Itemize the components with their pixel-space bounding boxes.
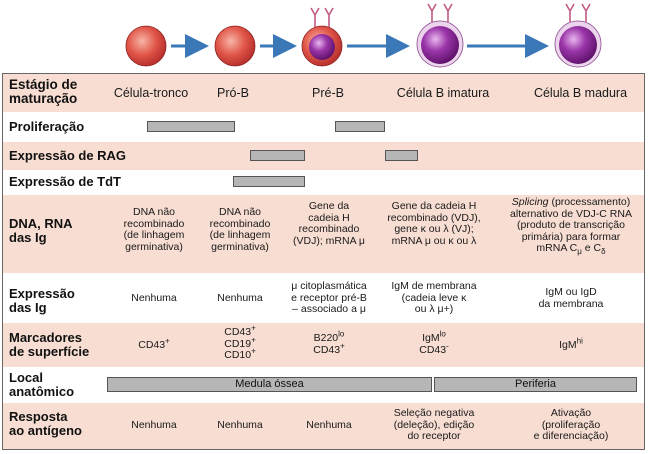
- stage-label: Pró-B: [217, 86, 249, 100]
- resp-cell: Seleção negativa (deleção), edição do re…: [393, 407, 475, 442]
- dna-cell: Gene da cadeia H recombinado (VDJ), gene…: [387, 200, 481, 247]
- resp-cell: Nenhuma: [217, 419, 263, 431]
- marker-cell: CD43+: [113, 336, 195, 352]
- resp-cell: Nenhuma: [306, 419, 352, 431]
- tdt-bar: [233, 176, 305, 187]
- periphery-bar: Periferia: [434, 377, 637, 392]
- marker-sup: lo: [439, 329, 446, 339]
- rag-bar: [250, 150, 305, 161]
- marker-text: IgM: [422, 332, 440, 344]
- expr-cell: Nenhuma: [131, 292, 177, 304]
- row-header-rag: Expressão de RAG: [9, 148, 127, 163]
- stage-label: Célula-tronco: [113, 86, 189, 100]
- expr-cell: μ citoplasmática e receptor pré-B – asso…: [291, 280, 367, 315]
- expr-cell: Nenhuma: [217, 292, 263, 304]
- row-header-proliferation: Proliferação: [9, 119, 85, 134]
- resp-cell: Ativação (proliferação e diferenciação): [533, 407, 609, 442]
- row-ig-expression: Expressão das Ig Nenhuma Nenhuma μ citop…: [3, 273, 644, 323]
- mature-b-cell-icon: [554, 3, 602, 68]
- splicing-text: Splicing: [511, 196, 549, 208]
- marker-text: CD43: [313, 343, 341, 356]
- c-mu-sub: μ: [577, 247, 582, 257]
- row-header-tdt: Expressão de TdT: [9, 174, 121, 189]
- marker-cell: IgMlo CD43-: [375, 329, 493, 356]
- marker-text: CD10: [224, 349, 252, 361]
- stage-label: Pré-B: [312, 86, 344, 100]
- row-rag: Expressão de RAG: [3, 142, 644, 170]
- marker-sup: lo: [338, 329, 345, 339]
- marker-sup: +: [251, 323, 256, 333]
- resp-cell: Nenhuma: [131, 419, 177, 431]
- dna-cell-mature: Splicing (processamento) alternativo de …: [497, 196, 645, 257]
- row-tdt: Expressão de TdT: [3, 170, 644, 195]
- bone-marrow-bar: Medula óssea: [107, 377, 432, 392]
- splicing-rest: (processamento) alternativo de VDJ-C RNA…: [510, 196, 632, 254]
- c-delta-sub: δ: [601, 247, 606, 257]
- rag-bar: [385, 150, 418, 161]
- marker-cell: B220lo CD43+: [285, 329, 373, 356]
- marker-sup: +: [340, 341, 345, 350]
- row-header-local: Local anatômico: [9, 370, 75, 399]
- stage-label: Célula B imatura: [396, 86, 490, 100]
- c-and-text: e C: [581, 242, 602, 254]
- row-header-expr: Expressão das Ig: [9, 286, 75, 315]
- immature-b-cell-icon: [416, 3, 464, 68]
- row-proliferation: Proliferação: [3, 112, 644, 142]
- row-header-markers: Marcadores de superfície: [9, 330, 90, 359]
- maturation-table: Estágio de maturação Célula-tronco Pró-B…: [2, 73, 645, 450]
- row-markers: Marcadores de superfície CD43+ CD43+ CD1…: [3, 323, 644, 367]
- marker-sup: +: [251, 346, 256, 356]
- marker-text: CD19: [224, 337, 252, 350]
- row-stage: Estágio de maturação Célula-tronco Pró-B…: [3, 74, 644, 112]
- marker-cell: IgMhi: [503, 336, 639, 352]
- dna-cell: DNA não recombinado (de linhagem germina…: [123, 206, 185, 253]
- proliferation-bar: [147, 121, 235, 132]
- marker-cell: CD43+ CD19+ CD10+: [197, 323, 283, 362]
- cell-illustrations: [125, 3, 602, 68]
- dna-cell: Gene da cadeia H recombinado (VDJ); mRNA…: [293, 200, 365, 247]
- row-antigen-response: Resposta ao antígeno Nenhuma Nenhuma Nen…: [3, 403, 644, 449]
- row-header-stage: Estágio de maturação: [9, 77, 78, 106]
- marker-text: CD43: [419, 343, 447, 356]
- row-header-dna: DNA, RNA das Ig: [9, 216, 73, 245]
- marker-sup: +: [165, 336, 170, 346]
- proliferation-bar: [335, 121, 385, 132]
- marker-text: B220: [313, 332, 339, 344]
- dna-cell: DNA não recombinado (de linhagem germina…: [209, 206, 271, 253]
- marker-text: IgM: [559, 339, 577, 351]
- marker-sup: -: [446, 341, 449, 350]
- stage-label: Célula B madura: [533, 86, 628, 100]
- row-header-resp: Resposta ao antígeno: [9, 409, 82, 438]
- stem-cell-icon: [125, 25, 167, 67]
- expr-cell: IgM ou IgD da membrana: [538, 286, 604, 310]
- marker-text: CD43: [138, 339, 166, 351]
- pre-b-cell-icon: [301, 7, 343, 67]
- pro-b-cell-icon: [214, 25, 256, 67]
- expr-cell: IgM de membrana (cadeia leve κ ou λ μ+): [391, 280, 477, 315]
- marker-sup: +: [251, 335, 256, 344]
- row-anatomic-site: Local anatômico Medula óssea Periferia: [3, 367, 644, 403]
- marker-text: CD43: [224, 326, 252, 338]
- marker-sup: hi: [576, 336, 583, 346]
- row-dna-rna: DNA, RNA das Ig DNA não recombinado (de …: [3, 195, 644, 273]
